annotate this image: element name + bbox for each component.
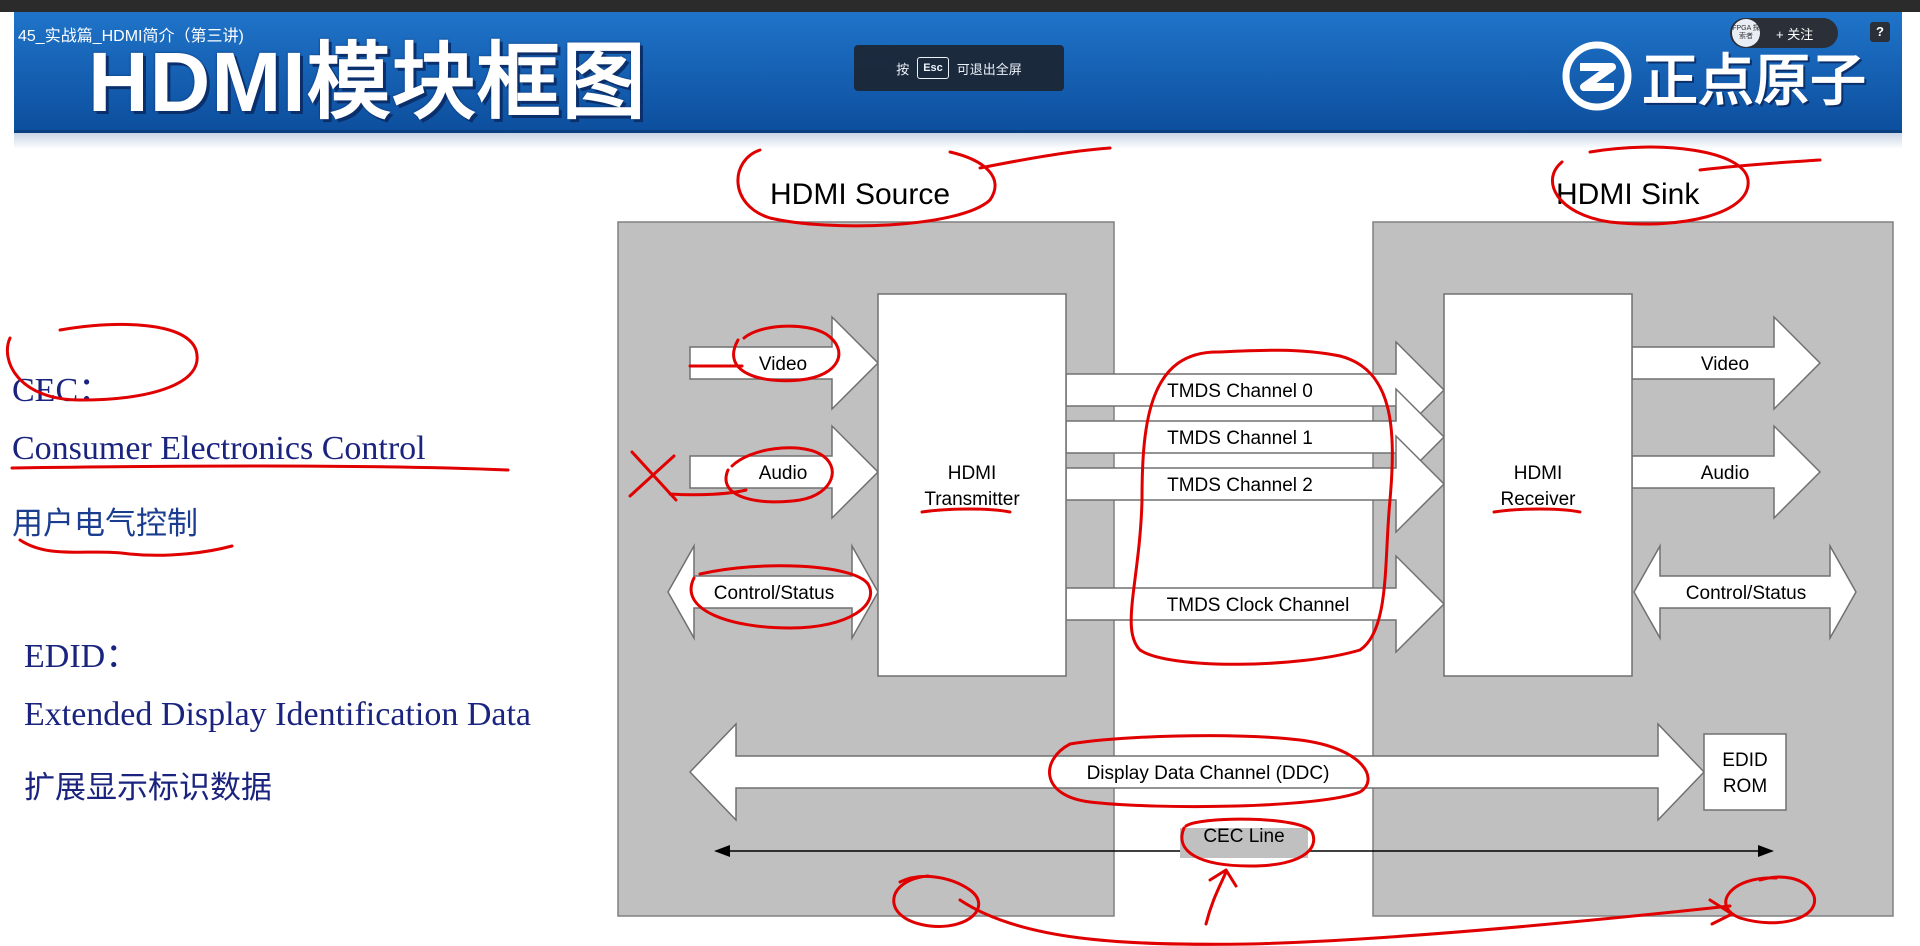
cec-chinese-name: 用户电气控制 (12, 506, 198, 542)
help-icon[interactable]: ? (1870, 22, 1890, 42)
annotation-circle-cec (5, 323, 199, 402)
annotation-stroke-audio (668, 488, 748, 497)
brand-logo-icon (1562, 41, 1632, 111)
sink-video-arrow (1631, 315, 1822, 411)
edid-rom-box (1703, 733, 1787, 811)
follow-button[interactable]: FPGA 探索者 + 关注 (1730, 18, 1838, 48)
annotation-circle-hdmi-source (736, 148, 997, 228)
source-audio-arrow (689, 424, 880, 520)
esc-hint-suffix: 可退出全屏 (956, 61, 1022, 77)
hdmi-transmitter-box (877, 293, 1067, 677)
esc-hint-prefix: 按 (896, 61, 910, 77)
annotation-bottom-connector (958, 898, 1732, 946)
esc-key-icon: Esc (917, 57, 949, 79)
brand-name: 正点原子 (1642, 48, 1866, 112)
red-pen-annotations (5, 145, 1822, 946)
slide-title: HDMI模块框图 (88, 35, 647, 129)
tmds-clock-channel-label: TMDS Clock Channel (1167, 595, 1350, 616)
receiver-label-line2: Receiver (1501, 489, 1577, 510)
annotation-circle-tmds-channels (1129, 348, 1394, 666)
player-top-bar (0, 0, 1920, 12)
sink-video-label: Video (1701, 354, 1749, 375)
annotation-underline-transmitter (920, 507, 1012, 514)
annotation-arrow-cec-line (1204, 868, 1238, 926)
ddc-label: Display Data Channel (DDC) (1087, 763, 1330, 784)
annotation-circle-ddc (1048, 734, 1370, 809)
video-title: 45_实战篇_HDMI简介（第三讲) (18, 28, 244, 45)
annotation-cross-audio (628, 450, 678, 502)
sink-control-status-arrow (1633, 543, 1857, 641)
cec-heading: CEC： (12, 372, 113, 409)
annotation-stroke-sink (1698, 158, 1822, 172)
annotation-circle-video (732, 324, 841, 383)
annotation-stroke-source (978, 146, 1112, 170)
hdmi-source-title: HDMI Source (770, 178, 950, 211)
source-video-arrow (689, 315, 880, 411)
cec-full-name: Consumer Electronics Control (12, 430, 426, 467)
sink-audio-arrow (1631, 424, 1822, 520)
cec-line-label: CEC Line (1203, 826, 1284, 847)
brand-logo-group: 正点原子 (1562, 36, 1866, 116)
tmds-channel-1-label: TMDS Channel 1 (1167, 428, 1313, 449)
annotation-circle-hdmi-sink (1550, 145, 1750, 226)
follow-label: + 关注 (1776, 26, 1814, 42)
edid-rom-label-line2: ROM (1723, 776, 1767, 797)
cec-line-right-arrowhead (1758, 845, 1774, 857)
edid-chinese-name: 扩展显示标识数据 (24, 770, 272, 806)
annotation-circle-audio (724, 446, 834, 504)
transmitter-label-line1: HDMI (948, 463, 997, 484)
edid-rom-label-line1: EDID (1722, 750, 1767, 771)
edid-full-name: Extended Display Identification Data (24, 696, 531, 733)
sink-control-status-label: Control/Status (1686, 583, 1806, 604)
cec-line-left-arrowhead (714, 845, 730, 857)
annotation-underline-cec-chinese (18, 538, 234, 557)
exit-fullscreen-hint[interactable]: 按 Esc 可退出全屏 (854, 45, 1064, 91)
source-control-status-label: Control/Status (714, 583, 834, 604)
annotation-circle-left-bottom (892, 874, 981, 928)
receiver-label-line1: HDMI (1514, 463, 1563, 484)
sink-audio-label: Audio (1701, 463, 1750, 484)
tmds-channel-2-arrow (1065, 434, 1446, 534)
annotation-underline-cec-full (10, 464, 510, 472)
cec-label-backing (1180, 828, 1308, 858)
annotation-circle-right-bottom (1724, 875, 1817, 925)
transmitter-label-line2: Transmitter (924, 489, 1020, 510)
annotation-circle-cec-line (1180, 817, 1316, 868)
tmds-clock-channel-arrow (1065, 554, 1446, 654)
annotation-circle-control-status (689, 564, 873, 630)
source-audio-label: Audio (759, 463, 808, 484)
annotation-arrowhead-right-bottom (1708, 898, 1734, 926)
edid-heading: EDID： (24, 638, 140, 675)
source-video-label: Video (759, 354, 807, 375)
header-shadow (14, 133, 1902, 149)
tmds-channel-2-label: TMDS Channel 2 (1167, 475, 1313, 496)
tmds-channel-0-label: TMDS Channel 0 (1167, 381, 1313, 402)
uploader-avatar[interactable]: FPGA 探索者 (1732, 19, 1760, 47)
hdmi-receiver-box (1443, 293, 1633, 677)
hdmi-sink-title: HDMI Sink (1556, 178, 1700, 211)
annotation-underline-receiver (1492, 507, 1582, 514)
